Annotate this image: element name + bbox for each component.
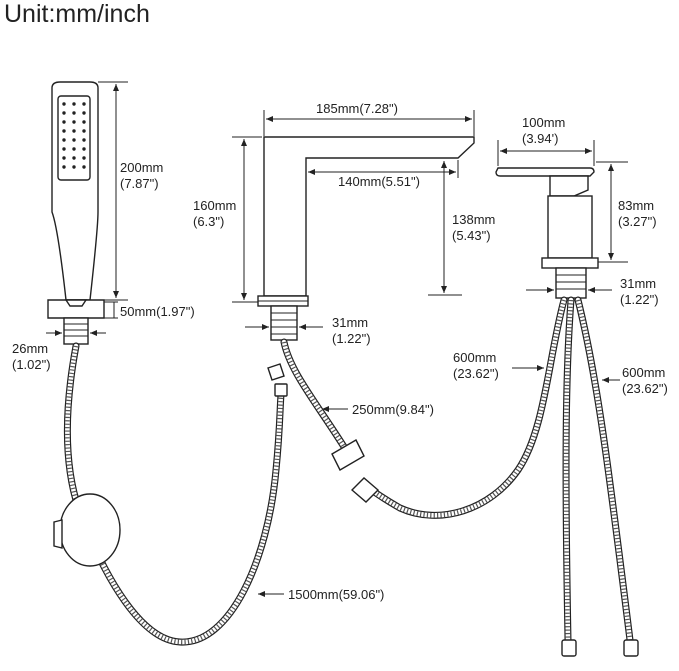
mixer-hose-left (362, 296, 568, 519)
spout-thread-label: 31mm (332, 315, 368, 330)
unit-title: Unit:mm/inch (4, 0, 150, 28)
tub-spout: 185mm(7.28") 140mm(5.51") 160mm (6.3") 1… (193, 101, 495, 471)
mixer-hose-middle (562, 296, 575, 644)
spray-face (57, 95, 91, 181)
hand-shower-hose-label: 1500mm(59.06") (288, 587, 384, 602)
hand-shower-thread-label: 26mm (12, 341, 48, 356)
spout-length-label: 185mm(7.28") (316, 101, 398, 116)
hand-shower-thread-in-label: (1.02") (12, 357, 51, 372)
mixer-body (547, 195, 593, 259)
spout-thread-in-label: (1.22") (332, 331, 371, 346)
mixer-hose-right-label: 600mm (622, 365, 665, 380)
mixer-hose-right-in-label: (23.62") (622, 381, 668, 396)
mixer-handle-length-in-label: (3.94') (522, 131, 558, 146)
mixer-hose-right (574, 296, 634, 644)
spout-thread (270, 305, 298, 341)
mixer-height-in-label: (3.27") (618, 214, 657, 229)
mixer-base (541, 257, 599, 269)
mixer-thread-label: 31mm (620, 276, 656, 291)
mixer-thread (555, 267, 587, 299)
mixer-thread-in-label: (1.22") (620, 292, 659, 307)
spout-outlet-height-label: 138mm (452, 212, 495, 227)
hand-shower-height-in-label: (7.87") (120, 176, 159, 191)
mixer-handle-length-label: 100mm (522, 115, 565, 130)
hand-shower-hose (63, 342, 285, 646)
hand-shower: 200mm (7.87") 50mm(1.97") 26mm (1.02") 1… (12, 81, 384, 646)
spray-nozzles (62, 102, 86, 169)
spout-height-in-label: (6.3") (193, 214, 224, 229)
mixer-hose-left-in-label: (23.62") (453, 366, 499, 381)
spout-outlet-height-in-label: (5.43") (452, 228, 491, 243)
spout-hose (280, 338, 350, 454)
mixer-height-label: 83mm (618, 198, 654, 213)
spout-height-label: 160mm (193, 198, 236, 213)
mixer-handle (495, 167, 595, 177)
hand-shower-thread (63, 317, 89, 345)
spout-hose-label: 250mm(9.84") (352, 402, 434, 417)
hose-holder-ball (59, 493, 121, 567)
hand-shower-height-label: 200mm (120, 160, 163, 175)
hand-shower-base-label: 50mm(1.97") (120, 304, 195, 319)
spout-body (263, 136, 475, 297)
mixer-valve: 100mm (3.94') 83mm (3.27") 31mm (1.22") … (350, 115, 668, 657)
mixer-hose-left-label: 600mm (453, 350, 496, 365)
spout-reach-label: 140mm(5.51") (338, 174, 420, 189)
